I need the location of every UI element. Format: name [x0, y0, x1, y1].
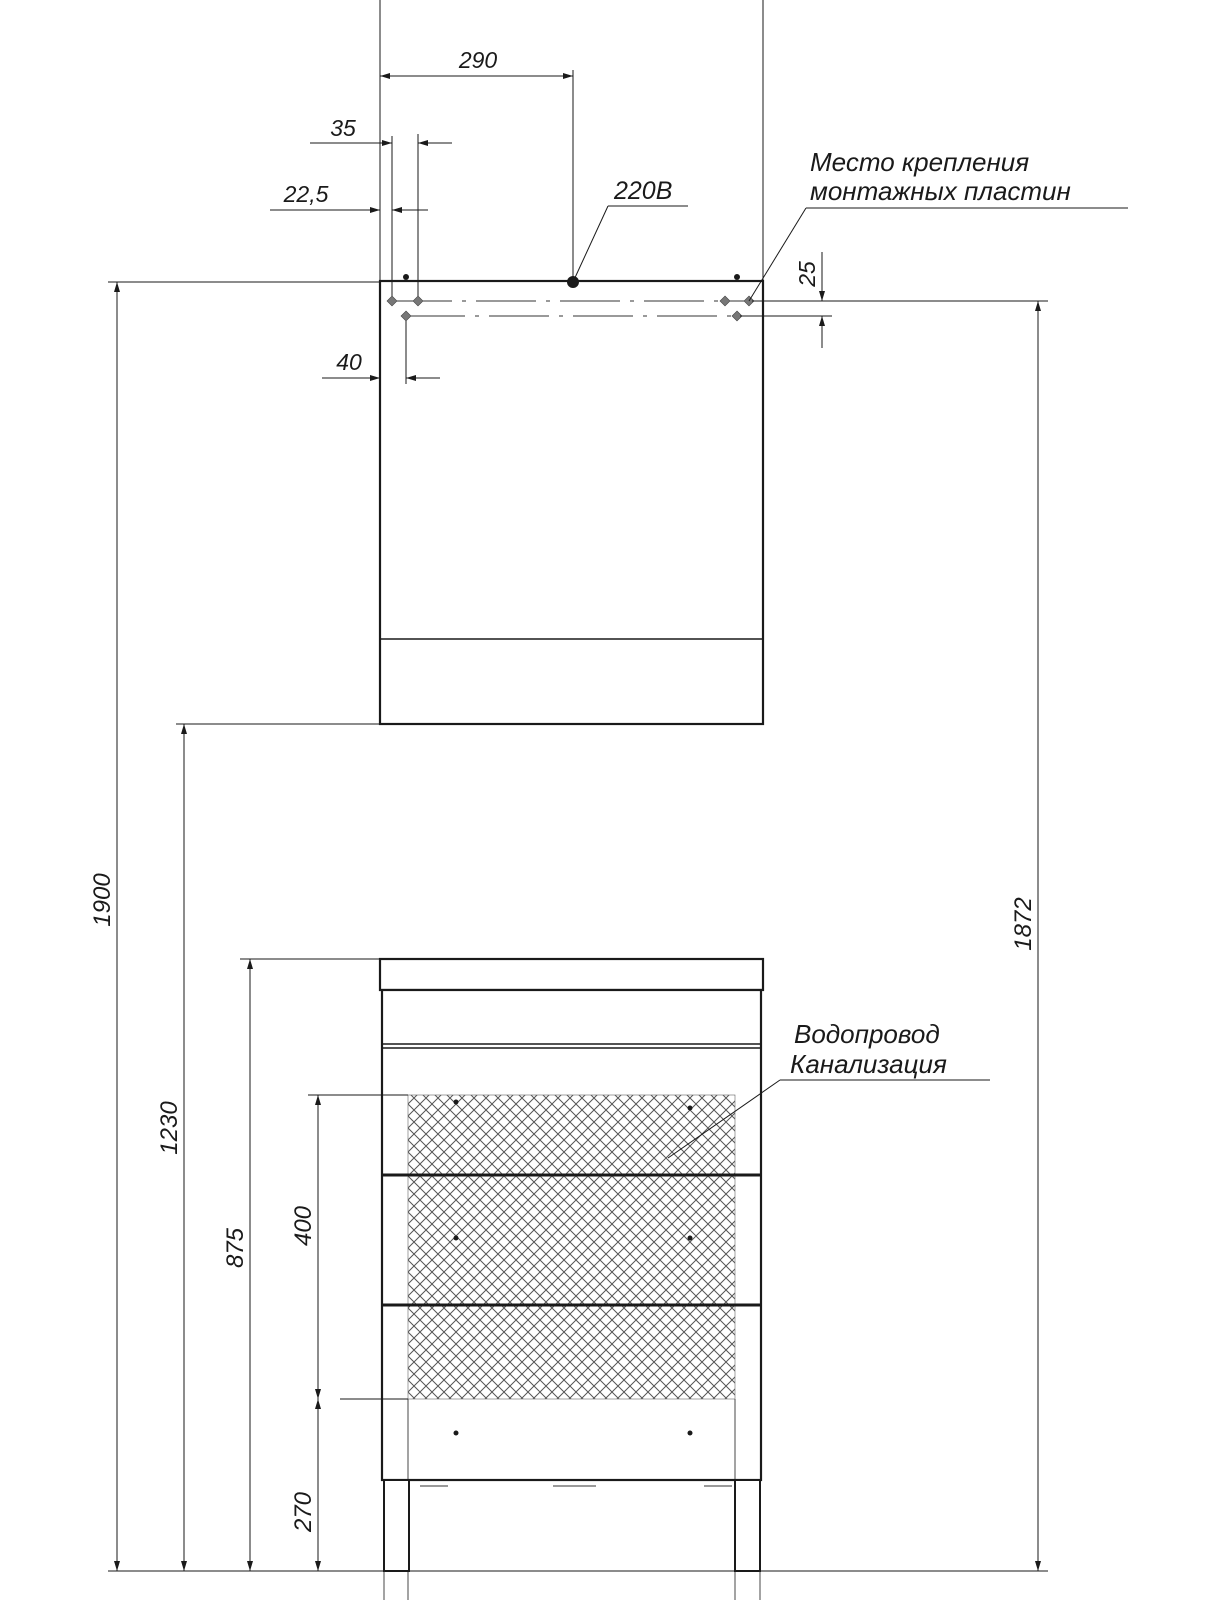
svg-text:1872: 1872 [1010, 897, 1037, 950]
svg-text:220В: 220В [613, 177, 672, 205]
dim-290: 290 [380, 47, 574, 282]
svg-text:Водопровод: Водопровод [794, 1019, 940, 1049]
plumbing-note: Водопровод Канализация [667, 1019, 990, 1159]
plumbing-zone [407, 1094, 736, 1400]
dim-1230: 1230 [156, 723, 380, 1571]
dim-35: 35 [310, 115, 452, 296]
svg-text:875: 875 [222, 1227, 249, 1268]
svg-text:1230: 1230 [156, 1101, 183, 1155]
svg-text:25: 25 [794, 261, 820, 288]
svg-text:1900: 1900 [89, 873, 116, 927]
svg-text:Канализация: Канализация [790, 1049, 947, 1079]
dim-1900: 1900 [89, 281, 380, 1571]
dim-400: 400 [290, 1094, 408, 1400]
svg-text:монтажных пластин: монтажных пластин [810, 176, 1071, 206]
vanity-leg-left [383, 1479, 410, 1572]
vanity-unit [378, 957, 765, 1600]
wall-cabinet [378, 274, 765, 726]
dim-1872: 1872 [832, 300, 1048, 1571]
svg-text:270: 270 [290, 1491, 317, 1533]
svg-text:400: 400 [290, 1205, 317, 1246]
vanity-leg-right [734, 1479, 761, 1572]
svg-text:Место крепления: Место крепления [810, 147, 1029, 177]
dim-270: 270 [290, 1399, 321, 1571]
dim-25: 25 [740, 252, 832, 348]
dim-40: 40 [322, 321, 440, 384]
dim-875: 875 [222, 958, 380, 1571]
wall-lines [379, 0, 764, 282]
dim-22-5: 22,5 [270, 181, 428, 213]
svg-text:290: 290 [458, 47, 498, 73]
svg-text:22,5: 22,5 [283, 181, 329, 207]
power-note: 220В [572, 177, 688, 283]
mounting-note: Место крепления монтажных пластин [748, 147, 1128, 302]
svg-text:40: 40 [336, 349, 362, 375]
svg-text:35: 35 [330, 115, 356, 141]
